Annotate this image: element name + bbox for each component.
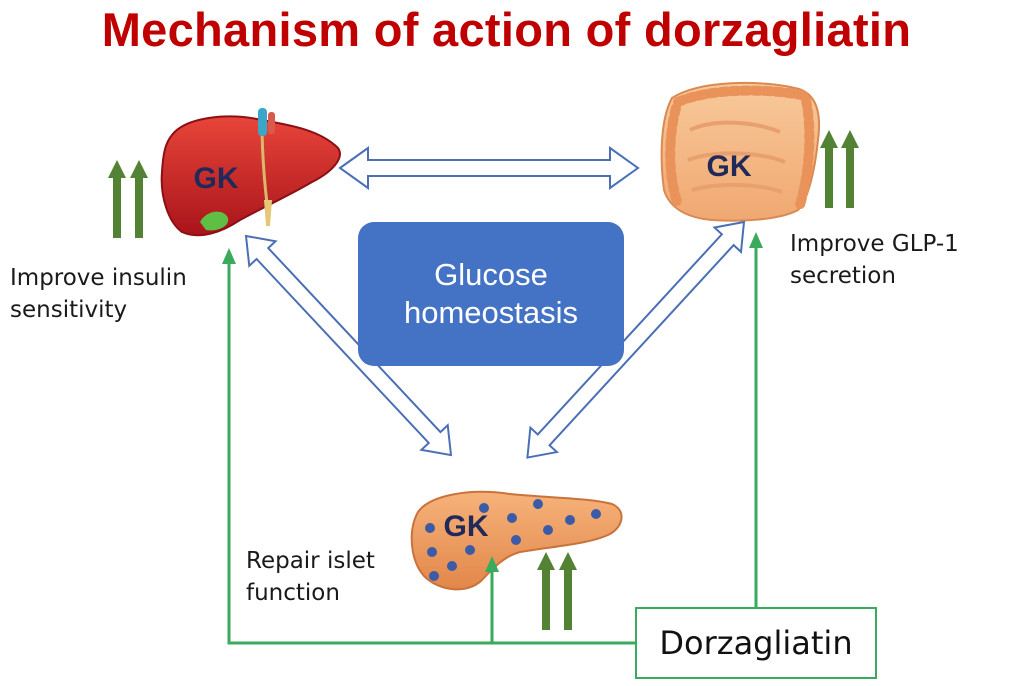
up-arrows-intestine [820,130,859,208]
up-arrows-pancreas [537,552,577,630]
intestine-effect-line1: Improve GLP-1 [790,231,959,257]
page-title: Mechanism of action of dorzagliatin [101,3,912,56]
glucose-homeostasis-box: Glucose homeostasis [358,222,624,366]
drug-connector-lines [227,246,758,645]
dorzagliatin-box: Dorzagliatin [635,607,877,679]
arrowhead-intestine [749,232,763,248]
center-line1: Glucose [434,257,548,292]
intestine-effect-line2: secretion [790,263,896,289]
liver-gk-label: GK [194,162,239,195]
pancreas-gk-label: GK [444,510,489,543]
liver-effect-line2: sensitivity [10,297,128,323]
liver-effect-label: Improve insulin sensitivity [10,262,187,326]
intestine-gk-label: GK [707,150,752,183]
arrowhead-pancreas [485,556,499,572]
pancreas-effect-line1: Repair islet [246,548,375,574]
double-arrow-intestine-pancreas [526,220,746,459]
double-arrow-liver-intestine [338,146,640,190]
up-arrows-liver [108,160,148,238]
arrowhead-liver [222,248,236,264]
pancreas-effect-line2: function [246,580,340,606]
center-line2: homeostasis [403,295,579,330]
intestine-effect-label: Improve GLP-1 secretion [790,228,959,292]
liver-icon [160,108,341,237]
liver-effect-line1: Improve insulin [10,265,187,291]
pancreas-icon [410,490,623,591]
dorzagliatin-label: Dorzagliatin [659,624,853,662]
intestine-icon [660,81,821,222]
pancreas-effect-label: Repair islet function [246,545,375,609]
double-arrow-liver-pancreas [244,234,453,457]
